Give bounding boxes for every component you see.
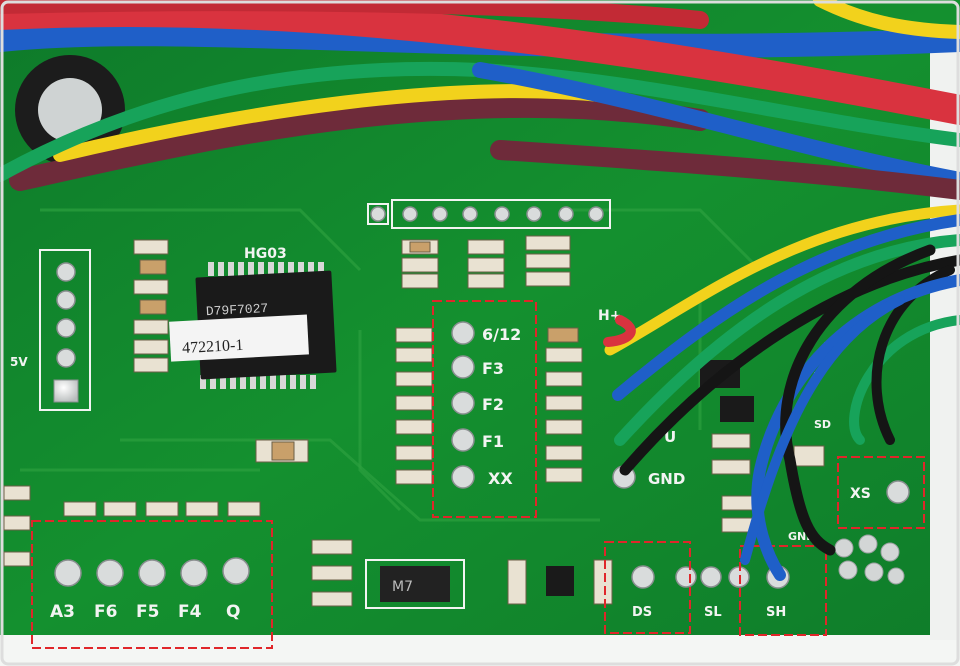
label-sd: SD: [814, 418, 831, 431]
diode-marking: M7: [392, 579, 413, 595]
wires: [0, 0, 960, 581]
label-sl: SL: [704, 605, 722, 620]
highlight-box-ds: [604, 541, 691, 634]
middle-pin-column: [451, 321, 475, 489]
pin-label-f2: F2: [482, 395, 504, 414]
highlight-box-sh: [739, 545, 827, 636]
ic-chip: [169, 262, 337, 389]
pin-label-f5: F5: [136, 602, 159, 622]
chip-marking: D79F7027: [206, 301, 269, 319]
pin-label-f3: F3: [482, 359, 504, 378]
top-header-pads: [367, 199, 611, 229]
diode-m7: [365, 559, 465, 609]
transistor: [546, 566, 574, 596]
resistor-column-left: [133, 239, 169, 373]
sticker-text: 472210-1: [182, 337, 244, 357]
solder-blobs: [834, 534, 905, 585]
pin-label-f6: F6: [94, 602, 117, 622]
pin-label-q: Q: [226, 602, 240, 622]
resistor-stack-left-of-pins: [395, 327, 433, 485]
highlight-box-middle-pins: [432, 300, 537, 518]
label-sh: SH: [766, 605, 786, 620]
pin-label-a3: A3: [50, 602, 75, 622]
voltage-label: 5V: [10, 355, 28, 369]
pin-label-6-12: 6/12: [482, 325, 521, 344]
resistor-stack-right-of-pins: [545, 327, 583, 483]
bottom-left-pin-row: [54, 557, 250, 587]
highlight-box-xs: [837, 456, 925, 529]
pin-label-xx: XX: [488, 469, 513, 488]
chip-sticker: [169, 314, 309, 362]
chip-label: HG03: [244, 246, 287, 262]
label-gnd: GND: [648, 470, 685, 488]
label-ds: DS: [632, 605, 652, 620]
highlight-box-bottom-left-pins: [31, 520, 273, 649]
pin-label-f1: F1: [482, 432, 504, 451]
pin-label-f4: F4: [178, 602, 202, 622]
left-five-pin-header: [39, 249, 91, 411]
label-xs: XS: [850, 486, 871, 502]
bottom-left-resistors: [3, 485, 261, 567]
resistor-stack-top: [401, 235, 571, 289]
